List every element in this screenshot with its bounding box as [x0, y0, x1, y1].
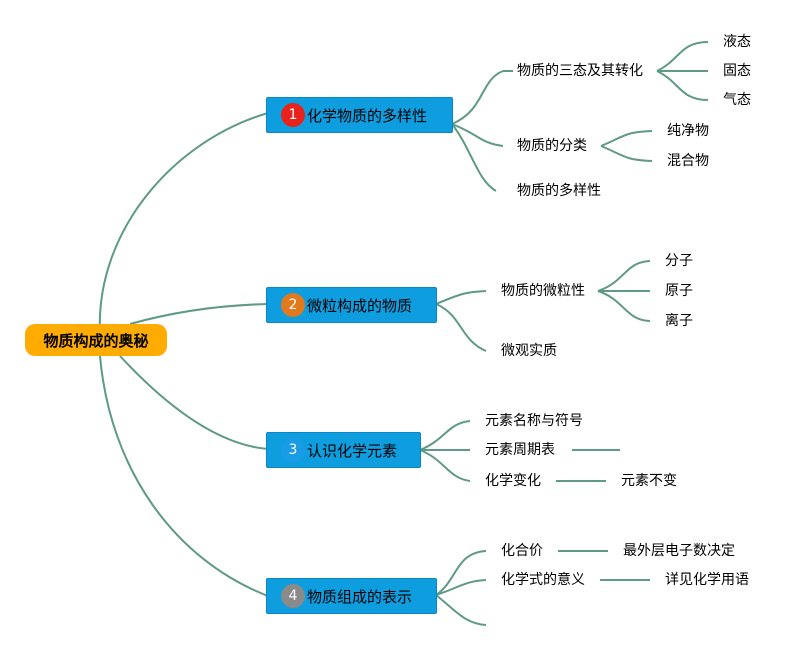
branch-label: 物质组成的表示	[307, 587, 413, 606]
connector-b4-c1	[435, 550, 487, 596]
connector-b1-c2-l1	[600, 130, 653, 147]
topic-elements-unchanged[interactable]: 元素不变	[621, 473, 677, 489]
topic-solid[interactable]: 固态	[723, 63, 751, 79]
connector-root-branch-1	[98, 112, 269, 335]
topic-particle-nature[interactable]: 物质的微粒性	[501, 283, 585, 299]
topic-element-names-symbols[interactable]: 元素名称与符号	[485, 413, 583, 429]
topic-molecule[interactable]: 分子	[665, 253, 693, 269]
topic-atom[interactable]: 原子	[665, 283, 693, 299]
branch-composition-representation[interactable]: 4 物质组成的表示	[266, 578, 437, 614]
topic-classification[interactable]: 物质的分类	[517, 138, 587, 154]
branch-label: 微粒构成的物质	[307, 296, 413, 315]
connector-b2-c1-l1	[597, 260, 651, 292]
topic-three-states[interactable]: 物质的三态及其转化	[517, 63, 643, 79]
connector-group	[98, 41, 709, 626]
connector-b1-c2-l2	[600, 145, 653, 162]
branch-label: 化学物质的多样性	[307, 106, 428, 125]
topic-periodic-table[interactable]: 元素周期表	[485, 442, 555, 458]
number-badge-1: 1	[281, 103, 305, 127]
connector-root-branch-3	[119, 355, 269, 450]
connector-b3-c1	[419, 420, 471, 451]
branch-chemical-diversity[interactable]: 1 化学物质的多样性	[266, 97, 453, 133]
topic-pure-substance[interactable]: 纯净物	[667, 123, 709, 139]
topic-micro-essence[interactable]: 微观实质	[501, 343, 557, 359]
topic-valence[interactable]: 化合价	[501, 543, 543, 559]
connector-b1-c1-l3	[656, 70, 709, 101]
root-topic-label: 物质构成的奥秘	[43, 331, 149, 350]
connector-b3-c3	[419, 449, 471, 482]
topic-mixture[interactable]: 混合物	[667, 153, 709, 169]
connector-b1-c1	[451, 70, 504, 125]
topic-gas[interactable]: 气态	[723, 92, 751, 108]
topic-see-chemical-language[interactable]: 详见化学用语	[665, 572, 749, 588]
connector-b2-c2	[435, 303, 487, 352]
number-badge-4: 4	[281, 584, 305, 608]
connector-root-branch-4	[99, 355, 269, 597]
topic-chemical-change[interactable]: 化学变化	[485, 473, 541, 489]
branch-particle-matter[interactable]: 2 微粒构成的物质	[266, 287, 437, 323]
root-topic[interactable]: 物质构成的奥秘	[25, 324, 167, 356]
topic-diversity[interactable]: 物质的多样性	[517, 183, 601, 199]
connector-b4-c2	[435, 579, 487, 596]
connector-b1-c3	[451, 123, 497, 192]
number-badge-2: 2	[281, 293, 305, 317]
topic-ion[interactable]: 离子	[665, 313, 693, 329]
connector-b1-c2	[451, 123, 504, 147]
topic-formula-meaning[interactable]: 化学式的意义	[501, 572, 585, 588]
connector-b1-c1-l1	[656, 41, 709, 72]
connector-b4-c3	[435, 594, 487, 626]
connector-b2-c1-l3	[597, 290, 651, 322]
branch-chemical-elements[interactable]: 3 认识化学元素	[266, 432, 421, 468]
branch-label: 认识化学元素	[307, 441, 398, 460]
topic-outer-electrons[interactable]: 最外层电子数决定	[623, 543, 735, 559]
connector-b2-c1	[435, 290, 487, 305]
topic-liquid[interactable]: 液态	[723, 34, 751, 50]
number-badge-3: 3	[281, 438, 305, 462]
connector-root-branch-2	[129, 303, 269, 325]
